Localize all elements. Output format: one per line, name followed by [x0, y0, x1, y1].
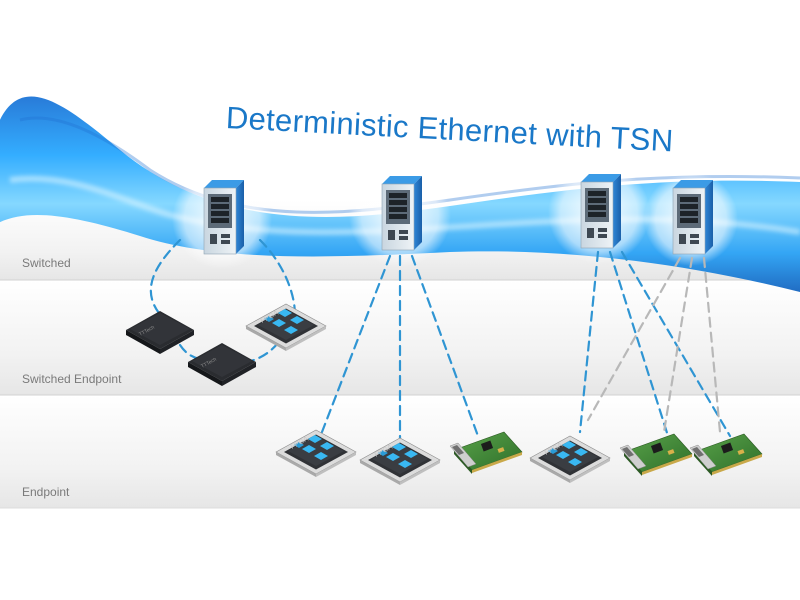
link-line [662, 256, 694, 434]
switch-icon [203, 179, 245, 255]
link-line [578, 250, 600, 434]
link-line [410, 254, 480, 438]
band-label-switched-endpoint: Switched Endpoint [22, 372, 122, 386]
switch-icon [672, 179, 714, 255]
band-label-endpoint: Endpoint [22, 485, 70, 499]
link-line [620, 250, 732, 438]
link-line [702, 256, 722, 434]
link-line [320, 254, 392, 434]
band-label-switched: Switched [22, 256, 71, 270]
switch-icon [580, 173, 622, 249]
link-line [608, 250, 670, 438]
switch-icon [381, 175, 423, 251]
link-line [586, 256, 682, 422]
